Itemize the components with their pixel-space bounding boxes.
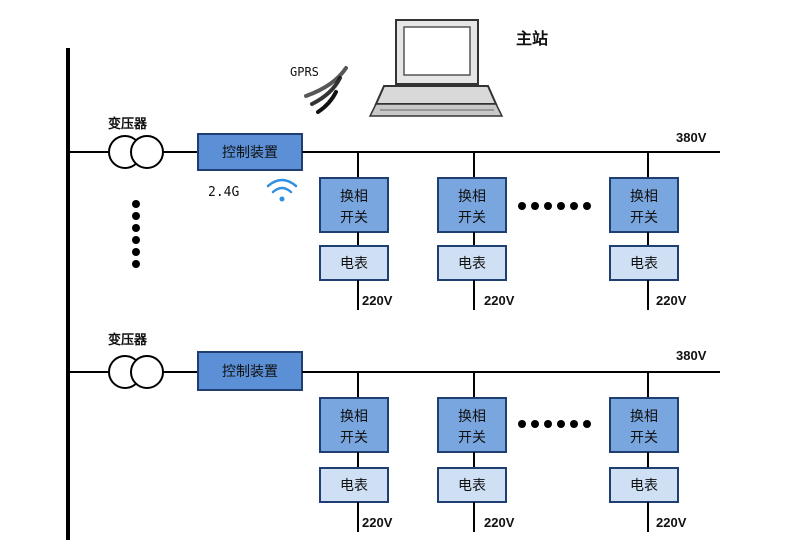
meter-label: 电表 [340,256,368,272]
wifi-label: 2.4G [208,185,239,200]
phase-unit: 换相 开关 电表 220V [319,372,393,532]
phase-switch-label-line1: 换相 [340,408,368,425]
phase-switch-box [609,397,679,453]
phase-switch-label-line2: 开关 [458,210,486,226]
output-voltage-label: 220V [484,515,515,530]
section-1: 变压器 控制装置 380V 换相 开关 电表 220V 换相 开关 电表 [68,116,720,310]
control-device-label: 控制装置 [222,145,278,161]
more-units-ellipsis [518,202,591,210]
phase-switch-label-line2: 开关 [340,210,368,226]
output-voltage-label: 220V [362,293,393,308]
phase-switch-label-line1: 换相 [458,408,486,425]
section-2: 变压器 控制装置 380V 换相 开关 电表 220V 换相 开关 电表 [68,332,720,532]
phase-switch-label-line2: 开关 [630,430,658,446]
phase-unit: 换相 开关 电表 220V [437,372,515,532]
phase-switch-box [437,397,507,453]
phase-unit: 换相 开关 电表 220V [609,372,687,532]
output-voltage-label: 220V [656,293,687,308]
transformer-label: 变压器 [108,116,148,131]
phase-switch-box [609,177,679,233]
phase-unit: 换相 开关 电表 220V [319,152,393,310]
output-voltage-label: 220V [656,515,687,530]
meter-box [609,245,679,281]
phase-switch-label-line2: 开关 [340,430,368,446]
transformer-icon [108,355,164,389]
phase-switch-label-line2: 开关 [630,210,658,226]
wifi-icon [266,178,298,202]
phase-switch-box [437,177,507,233]
bus-voltage-label: 380V [676,348,707,363]
meter-label: 电表 [630,478,658,494]
meter-label: 电表 [458,256,486,272]
gprs-signal-icon [304,66,348,114]
control-device-label: 控制装置 [222,364,278,380]
computer-icon [368,19,504,117]
meter-label: 电表 [458,478,486,494]
phase-switch-label-line1: 换相 [630,408,658,425]
meter-label: 电表 [630,256,658,272]
main-station-label: 主站 [516,29,548,48]
meter-box [319,467,389,503]
output-voltage-label: 220V [484,293,515,308]
meter-box [437,467,507,503]
phase-switch-label-line1: 换相 [340,188,368,205]
output-voltage-label: 220V [362,515,393,530]
meter-box [437,245,507,281]
phase-switch-box [319,177,389,233]
gprs-label: GPRS [290,65,319,79]
phase-switch-label-line1: 换相 [458,188,486,205]
meter-label: 电表 [340,478,368,494]
meter-box [319,245,389,281]
more-units-ellipsis [518,420,591,428]
phase-unit: 换相 开关 电表 220V [437,152,515,310]
bus-voltage-label: 380V [676,130,707,145]
phase-switch-box [319,397,389,453]
more-sections-ellipsis [132,200,140,268]
phase-switch-label-line2: 开关 [458,430,486,446]
phase-switch-label-line1: 换相 [630,188,658,205]
meter-box [609,467,679,503]
control-device-box [197,351,303,391]
transformer-label: 变压器 [108,332,148,347]
control-device-box [197,133,303,171]
phase-unit: 换相 开关 电表 220V [609,152,687,310]
transformer-icon [108,135,164,169]
